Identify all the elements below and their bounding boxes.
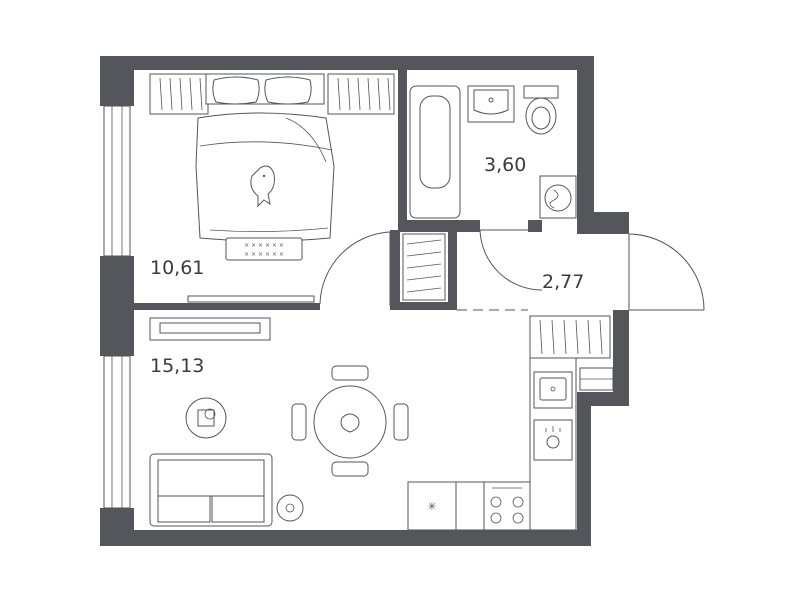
sink-icon [467,85,515,123]
pet-icon [250,165,275,208]
hallway-area: 2,77 [542,271,584,293]
dishwasher-icon [533,419,573,461]
bed-icon [195,73,335,242]
side-table [185,397,227,439]
door-icon [479,229,543,291]
stove-icon [483,481,531,531]
cabinet [455,481,485,531]
bedroom-area-label: 10,61 [150,257,204,279]
bedroom-tv-icon [187,295,315,303]
window-icon [103,355,131,509]
window-icon [103,105,131,257]
tv-icon [149,317,271,341]
robot-vacuum-icon [276,494,304,522]
bathroom-area-label: 3,60 [484,154,526,176]
svg-text:✳: ✳ [427,500,436,513]
walls [100,56,629,546]
closets [149,73,611,359]
svg-text:× × × × × ×: × × × × × × [244,251,284,258]
wardrobe [149,73,209,115]
sofa-icon [149,453,273,527]
svg-text:× × × × × ×: × × × × × × [244,242,284,249]
door-icon [628,233,705,311]
windows [103,105,614,509]
bedroom-area: 10,61 [150,257,204,279]
window-icon [579,367,614,391]
doors [319,229,705,311]
living-kitchen-area: 15,13 [150,355,204,377]
wardrobe [327,73,395,115]
fridge-icon: ✳ [407,481,457,531]
bathroom-area: 3,60 [484,154,526,176]
bedside-rug: × × × × × × × × × × × × [225,237,303,261]
washing-machine-icon [539,175,577,219]
closet-cupboard [402,233,446,301]
door-icon [319,231,391,306]
hallway-wardrobe [529,315,611,359]
toilet-icon [523,85,559,135]
dining-table-icon [291,365,409,477]
hallway-area-label: 2,77 [542,271,584,293]
kitchen-sink-icon [533,371,573,409]
bathtub-icon [409,85,461,219]
living-area-label: 15,13 [150,355,204,377]
